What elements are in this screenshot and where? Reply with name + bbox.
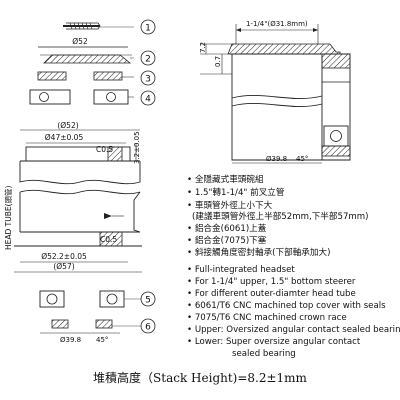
spec-cn-0: • 全隱藏式車頭碗組 (187, 175, 264, 185)
head-tube-label: HEAD TUBE(頭管) (3, 185, 13, 250)
callout-5: 5 (145, 296, 151, 306)
dim-d39-8-bottom: Ø39.8 (60, 336, 81, 344)
part-5-lower-bearing (39, 290, 141, 308)
stack-height-caption: 堆積高度（Stack Height)=8.2±1mm (93, 371, 307, 385)
spec-en-7: sealed bearing (232, 349, 296, 359)
dim-d47: Ø47±0.05 (45, 133, 84, 142)
dim-7-2: 7.2 (199, 42, 207, 53)
part-1-bolt (63, 22, 134, 30)
dim-3-2: 3.2±0.05 (133, 131, 141, 164)
spec-cn-1: • 1.5"轉1-1/4" 前叉立管 (187, 188, 285, 198)
callout-4: 4 (145, 95, 151, 105)
callout-3: 3 (145, 75, 151, 85)
spec-cn-5: • 鋁合金(7075)下塞 (187, 236, 267, 246)
spec-en-1: • For 1-1/4" upper, 1.5" bottom steerer (187, 277, 356, 287)
spec-en-0: • Full-integrated headset (187, 265, 295, 275)
dim-0-7: 0.7 (214, 56, 222, 67)
dim-45-bottom: 45° (96, 336, 108, 344)
assembled-section (200, 24, 351, 164)
part-3-compression-ring (37, 71, 134, 81)
part-2-top-cap (38, 46, 134, 64)
dim-d39-8-right: Ø39.8 (266, 155, 287, 163)
spec-en-3: • 6061/T6 CNC machined top cover with se… (187, 301, 386, 311)
spec-en-6: • Lower: Super oversize angular contact (187, 337, 361, 347)
dim-d57: (Ø57) (53, 262, 74, 271)
dim-c05-top: C0.5 (96, 145, 113, 154)
spec-cn-3: (建議車頭管外徑上半部52mm,下半部57mm) (192, 212, 369, 222)
spec-cn-6: • 斜接觸角度密封軸承(下部軸承加大) (187, 248, 331, 258)
dim-d52-top: Ø52 (72, 37, 88, 46)
dim-45-right: 45° (296, 155, 308, 163)
part-6-crown-race (40, 319, 141, 334)
dim-d52-2: Ø52.2±0.05 (41, 252, 87, 261)
spec-cn-4: • 鋁合金(6061)上蓋 (187, 224, 267, 234)
dim-steerer-top: 1-1/4"(Ø31.8mm) (246, 20, 308, 28)
spec-en-5: • Upper: Oversized angular contact seale… (187, 325, 400, 335)
spec-en-4: • 7075/T6 CNC machined crown race (187, 313, 347, 323)
head-tube-section (14, 129, 142, 273)
dim-c05-bottom: C0.5 (100, 235, 117, 244)
spec-cn-2: • 車頭管外徑上小下大 (187, 201, 273, 211)
spec-en-2: • For different outer-diamter head tube (187, 289, 356, 299)
callout-1: 1 (145, 24, 151, 34)
dim-d52-main: (Ø52) (57, 121, 78, 130)
callouts: 1 2 3 4 5 6 (140, 19, 156, 334)
callout-2: 2 (145, 55, 151, 65)
callout-6: 6 (145, 323, 151, 333)
part-4-upper-bearing (29, 89, 134, 105)
